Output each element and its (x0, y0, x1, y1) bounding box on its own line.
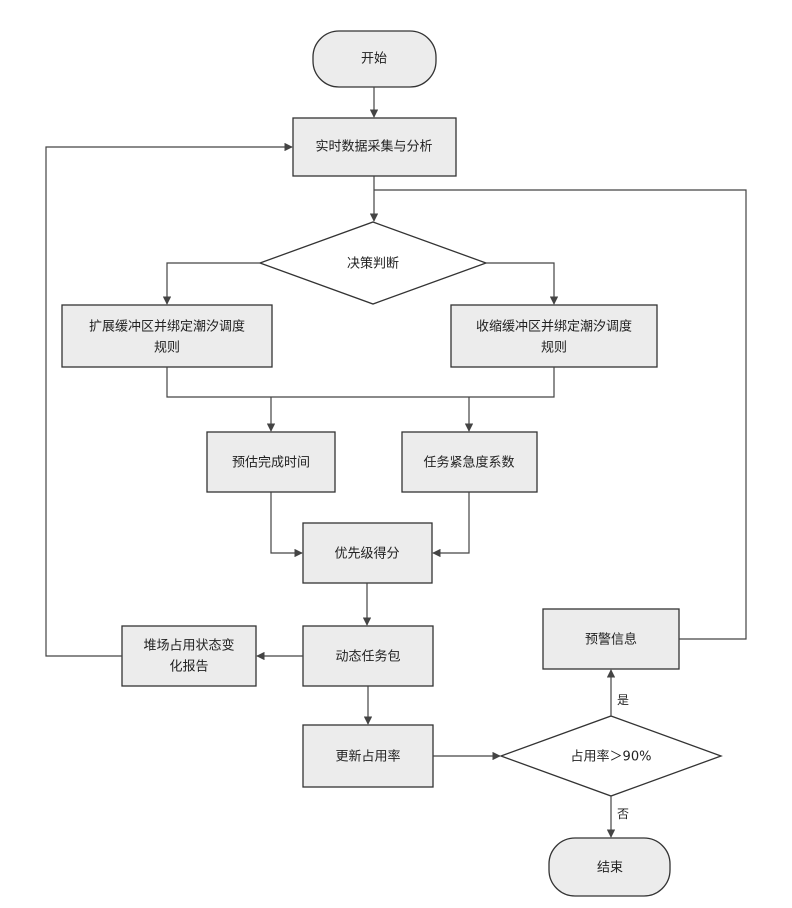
urgency-node: 任务紧急度系数 (402, 432, 537, 492)
start-node: 开始 (313, 31, 436, 87)
warning-label: 预警信息 (585, 632, 637, 648)
edge-urgency-priority (433, 492, 469, 553)
decision-label: 决策判断 (347, 256, 399, 272)
edge-report-collect-loop (46, 147, 292, 656)
report-label-line2: 化报告 (169, 660, 208, 675)
expand-label-line1: 扩展缓冲区并绑定潮汐调度 (89, 319, 245, 335)
update-label: 更新占用率 (335, 749, 400, 765)
check-label: 占用率＞90% (571, 749, 652, 765)
start-label: 开始 (361, 52, 387, 67)
end-node: 结束 (549, 838, 670, 896)
update-node: 更新占用率 (303, 725, 433, 787)
edge-decision-shrink (486, 263, 554, 304)
estimate-label: 预估完成时间 (232, 456, 310, 471)
shrink-node: 收缩缓冲区并绑定潮汐调度 规则 (451, 305, 657, 367)
urgency-label: 任务紧急度系数 (423, 455, 514, 471)
estimate-node: 预估完成时间 (207, 432, 335, 492)
collect-label: 实时数据采集与分析 (315, 139, 432, 155)
expand-label-line2: 规则 (154, 341, 180, 356)
warning-node: 预警信息 (543, 609, 679, 669)
collect-node: 实时数据采集与分析 (293, 118, 456, 176)
edge-decision-expand (167, 263, 260, 304)
report-label-line1: 堆场占用状态变 (143, 638, 234, 654)
package-node: 动态任务包 (303, 626, 433, 686)
expand-node: 扩展缓冲区并绑定潮汐调度 规则 (62, 305, 272, 367)
shrink-label-line1: 收缩缓冲区并绑定潮汐调度 (476, 319, 632, 335)
decision-node: 决策判断 (260, 222, 486, 304)
priority-label: 优先级得分 (334, 546, 399, 562)
report-node: 堆场占用状态变 化报告 (122, 626, 256, 686)
end-label: 结束 (597, 861, 623, 876)
package-label: 动态任务包 (335, 649, 400, 665)
edge-expand-merge (167, 367, 554, 397)
priority-node: 优先级得分 (303, 523, 432, 583)
check-node: 占用率＞90% (501, 716, 721, 796)
shrink-label-line2: 规则 (541, 341, 567, 356)
edge-label-no: 否 (617, 807, 629, 821)
edge-label-yes: 是 (617, 693, 629, 707)
edge-estimate-priority (271, 492, 302, 553)
